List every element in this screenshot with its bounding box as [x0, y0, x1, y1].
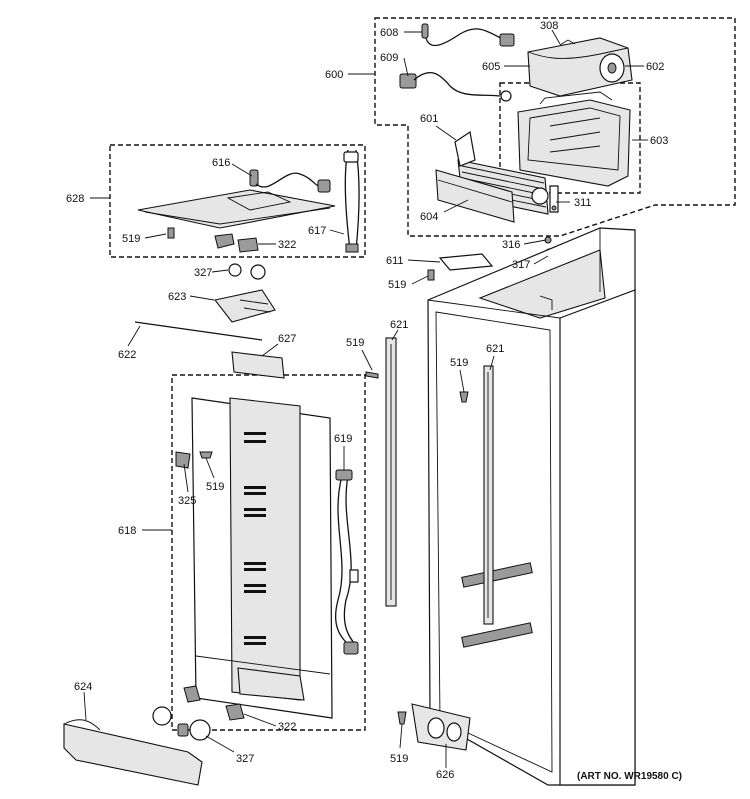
callout-316: 316: [502, 239, 520, 251]
callout-311: 311: [574, 197, 592, 209]
access-panel-618: [191, 397, 333, 719]
wire-harness-617: [343, 149, 360, 253]
callout-621-a: 621: [390, 319, 408, 331]
vertical-rail-621-right: [483, 365, 494, 625]
light-shield-624: [63, 719, 203, 786]
socket-325: [175, 451, 191, 469]
bulbs-327-bottom: [152, 706, 211, 741]
callout-327-a: 327: [194, 267, 212, 279]
callout-604: 604: [420, 211, 438, 223]
wire-harness-619: [335, 469, 359, 655]
light-housing-628: [137, 189, 336, 229]
screws-519: [167, 227, 469, 725]
callout-616: 616: [212, 157, 230, 169]
callout-618: 618: [118, 525, 136, 537]
callout-622: 622: [118, 349, 136, 361]
callout-519-c: 519: [346, 337, 364, 349]
callout-600: 600: [325, 69, 343, 81]
clip-611: [438, 253, 494, 271]
trim-strip-622: [134, 321, 263, 341]
callout-317: 317: [512, 259, 530, 271]
callout-519-b: 519: [388, 279, 406, 291]
fan-shroud-603: [517, 91, 631, 187]
callout-621-b: 621: [486, 343, 504, 355]
callout-519-a: 519: [122, 233, 140, 245]
leader-lines: [83, 29, 648, 768]
callout-617: 617: [308, 225, 326, 237]
vertical-rail-621-left: [385, 337, 397, 607]
light-lens-623-lines: [239, 299, 271, 313]
callout-605: 605: [482, 61, 500, 73]
bulbs-327-top: [228, 263, 266, 280]
drain-trough-626: [411, 703, 471, 751]
wire-harness-608: [421, 23, 515, 47]
callout-519-e: 519: [206, 481, 224, 493]
callout-325: 325: [178, 495, 196, 507]
group-603-outline: [499, 82, 641, 194]
callout-619: 619: [334, 433, 352, 445]
callout-627: 627: [278, 333, 296, 345]
callout-601: 601: [420, 113, 438, 125]
callout-624: 624: [74, 681, 92, 693]
callout-611: 611: [386, 255, 404, 267]
socket-322-top: [214, 233, 259, 253]
wire-harness-616: [249, 169, 331, 193]
callout-608: 608: [380, 27, 398, 39]
callout-322-a: 322: [278, 239, 296, 251]
art-number: (ART NO. WR19580 C): [577, 771, 682, 782]
callout-626: 626: [436, 769, 454, 781]
callout-602: 602: [646, 61, 664, 73]
callout-603: 603: [650, 135, 668, 147]
evaporator-cover-604: [435, 169, 515, 223]
bracket-627: [231, 351, 285, 379]
group-600-outline: [374, 17, 736, 237]
callout-628: 628: [66, 193, 84, 205]
callout-609: 609: [380, 52, 398, 64]
light-lens-623: [214, 289, 276, 323]
callout-519-d: 519: [450, 357, 468, 369]
bracket-311: [549, 185, 559, 213]
freezer-liner: [427, 227, 636, 786]
socket-322-bottom: [183, 685, 245, 721]
callout-327-b: 327: [236, 753, 254, 765]
callout-322-b: 322: [278, 721, 296, 733]
vent-slots: [244, 432, 266, 645]
evaporator-601: [454, 130, 549, 215]
callout-519-f: 519: [390, 753, 408, 765]
wire-harness-609: [399, 71, 512, 102]
callout-623: 623: [168, 291, 186, 303]
fan-motor-assembly: [527, 37, 633, 97]
callout-308: 308: [540, 20, 558, 32]
